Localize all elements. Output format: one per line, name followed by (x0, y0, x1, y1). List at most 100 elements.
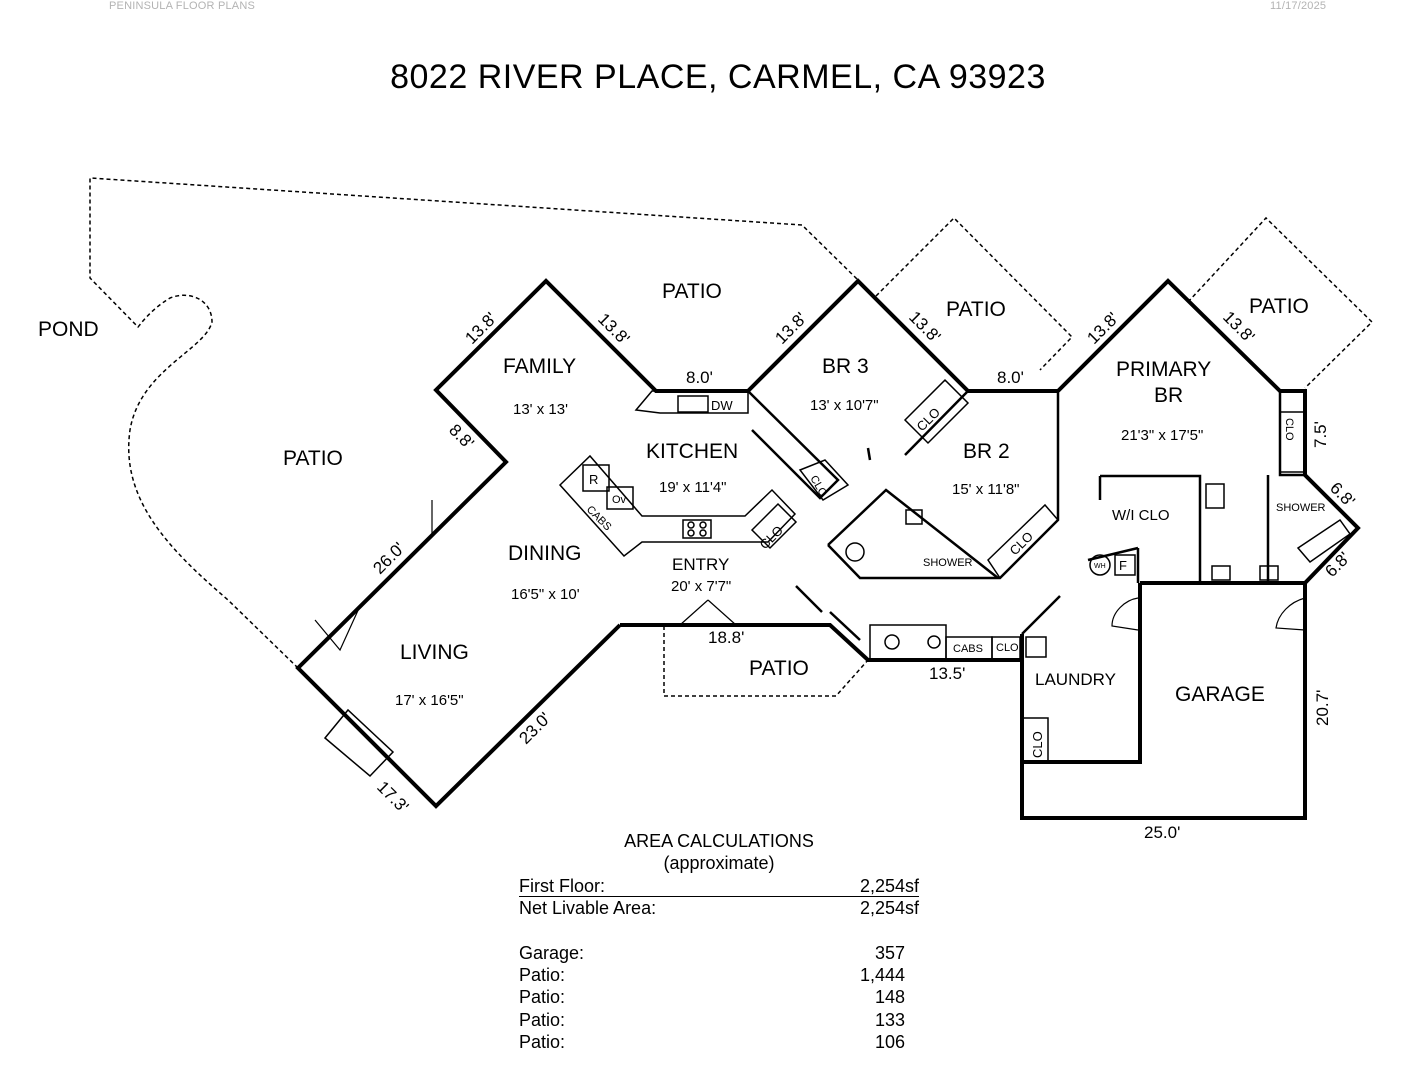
fireplace (323, 708, 395, 778)
patio-label: PATIO (946, 298, 1006, 321)
br2-clo-label: CLO (1007, 529, 1037, 559)
patio-label: PATIO (283, 447, 343, 470)
furnace-box (1114, 554, 1136, 576)
area-row-value: 106 (874, 1032, 905, 1052)
area-row-label: Patio: (519, 1010, 566, 1030)
patio-outlines (89, 177, 1374, 697)
area-row-value: 2,254sf (859, 876, 919, 896)
stub2 (795, 585, 823, 613)
area-row: Net Livable Area: 2,254sf (519, 898, 919, 920)
area-row: Patio: 148 (519, 987, 905, 1009)
dim-shower-upper: 6.8' (1326, 478, 1358, 510)
dim-living-end: 17.3' (373, 777, 412, 816)
primary-room-name-2: BR (1154, 384, 1183, 407)
br3-room-dims: 13' x 10'7" (810, 397, 879, 414)
dim-br3-right: 13.8' (905, 307, 944, 346)
burner (699, 521, 707, 529)
family-room-name: FAMILY (503, 355, 576, 378)
br3-closet (903, 378, 970, 445)
burner (687, 529, 695, 537)
area-row: Patio: 1,444 (519, 965, 905, 987)
dim-garage-front: 25.0' (1144, 823, 1180, 842)
area-row-label: Net Livable Area: (519, 898, 657, 918)
dim-br2-top: 8.0' (997, 368, 1024, 387)
living-wing-wall (295, 278, 1058, 809)
dim-garage-side: 20.7' (1313, 690, 1332, 726)
primary-clo-label: CLO (1283, 418, 1295, 441)
dim-primary-left: 13.8' (1083, 309, 1122, 348)
patio-label: PATIO (749, 657, 809, 680)
laundry-left (1021, 595, 1061, 635)
dim-living-bottom: 23.0' (515, 709, 554, 748)
area-row-value: 357 (874, 943, 905, 963)
area-row-value: 2,254sf (859, 898, 919, 918)
patio-label: PATIO (662, 280, 722, 303)
br-sink (905, 509, 923, 525)
primary-closet (1279, 411, 1306, 473)
powder-toilet (884, 634, 900, 650)
garage-room-name: GARAGE (1175, 683, 1265, 706)
br3-room-name: BR 3 (822, 355, 869, 378)
area-row: Patio: 133 (519, 1010, 905, 1032)
br-toilet (845, 542, 865, 562)
laundry-closet (1021, 717, 1049, 763)
area-row-label: First Floor: (519, 876, 606, 896)
print-date: 11/17/2025 (1270, 0, 1327, 12)
dining-closet (750, 502, 798, 550)
kitchen-counters (558, 390, 797, 558)
dim-br3-left: 13.8' (771, 309, 810, 348)
primary-room-dims: 21'3" x 17'5" (1121, 427, 1203, 444)
water-heater (1089, 554, 1111, 576)
bath-bottom (827, 544, 904, 580)
dishwasher-label: DW (711, 398, 733, 413)
pond-label: POND (38, 318, 99, 341)
br2-room-name: BR 2 (963, 440, 1010, 463)
dw-box (677, 395, 709, 413)
area-row-label: Patio: (519, 1032, 566, 1052)
br2-room-dims: 15' x 11'8" (952, 481, 1020, 498)
patio-label: PATIO (1249, 295, 1309, 318)
area-row-label: Garage: (519, 943, 585, 963)
water-heater-label: WH (1094, 563, 1106, 570)
garage-door-1 (1111, 597, 1139, 631)
closets (323, 378, 1352, 778)
entry-room-dims: 20' x 7'7" (671, 578, 731, 595)
area-row-label: Patio: (519, 965, 566, 985)
entry-patio-outline (663, 626, 869, 697)
br3-clo-label: CLO (914, 405, 944, 435)
area-row: Patio: 106 (519, 1032, 905, 1054)
primary-shower-label: SHOWER (1276, 502, 1326, 514)
laundry-sink (1025, 636, 1047, 658)
br2-closet (987, 503, 1060, 580)
primary-sink (1259, 565, 1279, 581)
area-row-value: 133 (874, 1010, 905, 1030)
stub1 (829, 611, 861, 641)
primary-toilet (1205, 483, 1225, 509)
area-row-value: 148 (874, 987, 905, 1007)
dim-living-left: 26.0' (369, 539, 408, 578)
laundry-clo-label: CLO (1030, 731, 1045, 758)
hall-clo (991, 636, 1021, 660)
garage-right-wall (1020, 583, 1307, 820)
living-door-1 (431, 487, 481, 537)
interior-walls (747, 390, 1305, 641)
dining-room-dims: 16'5" x 10' (511, 586, 580, 603)
br3-br2-wall (904, 390, 969, 456)
burner (699, 529, 707, 537)
dim-entry-front: 18.8' (708, 628, 744, 647)
kitchen-room-dims: 19' x 11'4" (659, 479, 727, 496)
area-row: Garage: 357 (519, 943, 905, 965)
area-row-label: Patio: (519, 987, 566, 1007)
powder-room (869, 624, 947, 661)
entry-door (679, 599, 737, 626)
area-row-value: 1,444 (859, 965, 905, 985)
area-calculations-subtitle: (approximate) (663, 853, 775, 873)
kitchen-island (558, 454, 797, 558)
living-door-2 (314, 605, 361, 652)
kitchen-room-name: KITCHEN (646, 440, 738, 463)
garage-wall (1020, 583, 1142, 764)
living-room-name: LIVING (400, 641, 469, 664)
burner (687, 521, 695, 529)
hall-right (1087, 546, 1139, 562)
